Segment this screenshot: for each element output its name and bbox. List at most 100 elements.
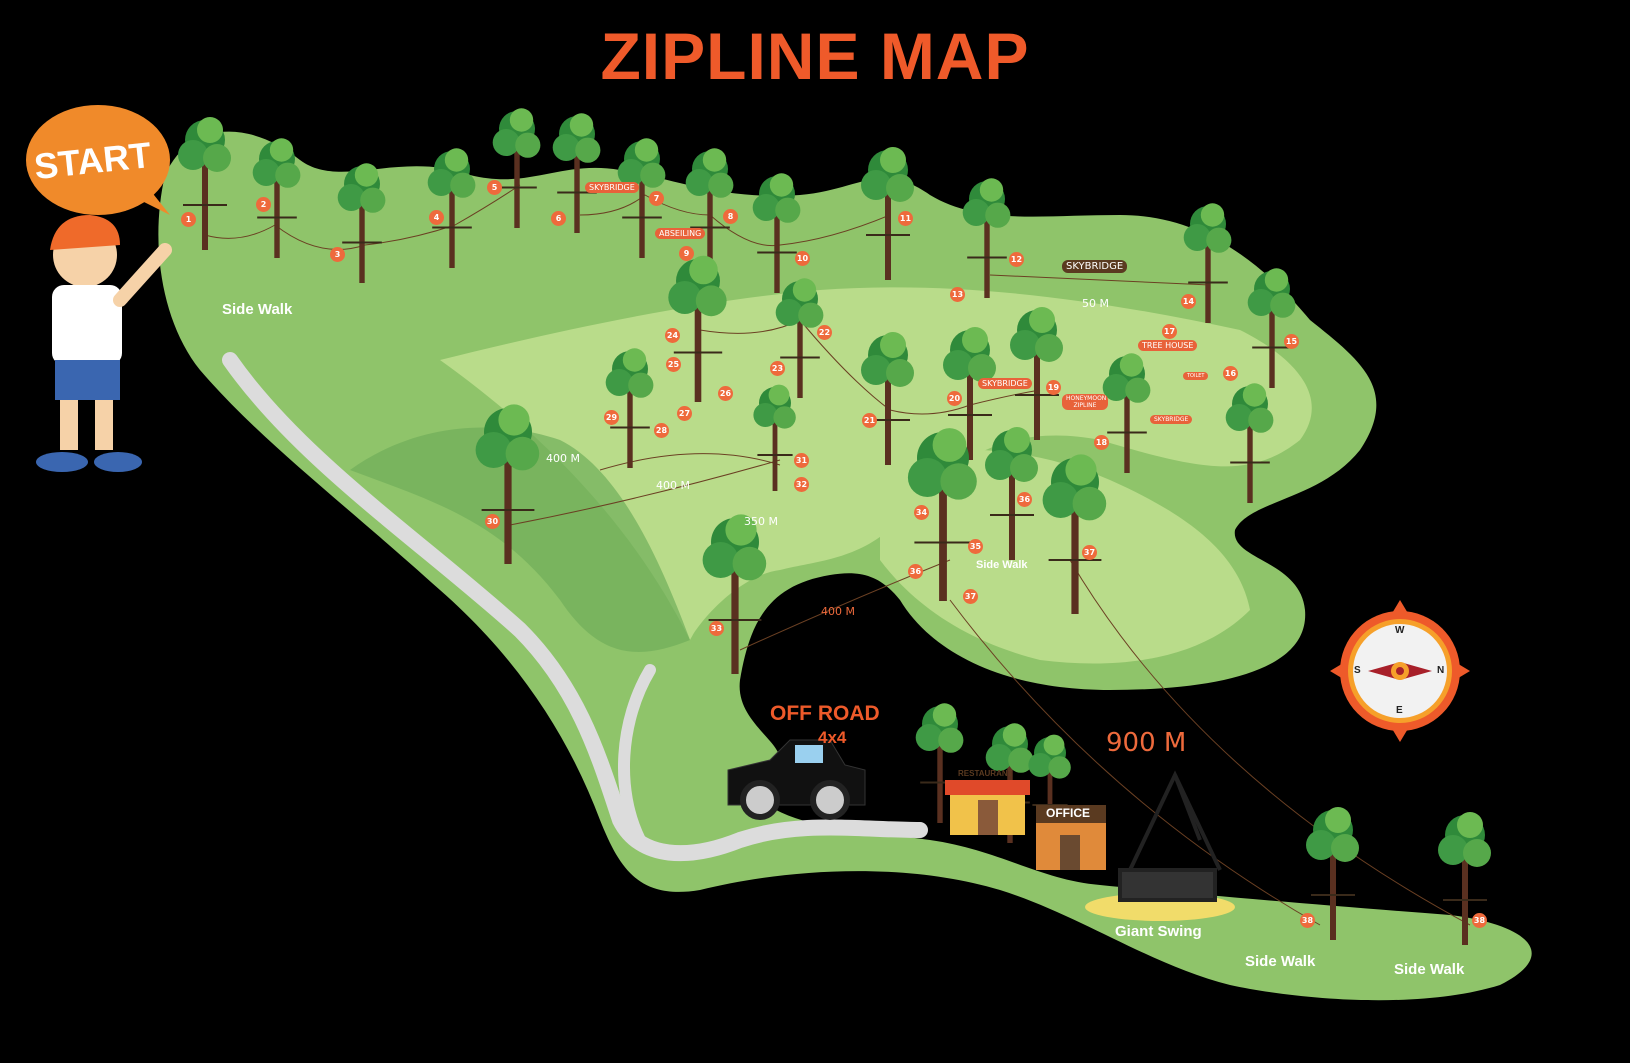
station-marker: 29: [604, 410, 619, 425]
station-marker: 10: [795, 251, 810, 266]
station-marker: 23: [770, 361, 785, 376]
station-marker: 26: [718, 386, 733, 401]
station-marker: 28: [654, 423, 669, 438]
side-walk-label: Side Walk: [222, 301, 293, 318]
toilet-tag: TOILET: [1183, 372, 1209, 380]
compass-north: N: [1437, 665, 1445, 676]
tree: [962, 178, 1011, 298]
station-marker: 25: [666, 357, 681, 372]
tree: [943, 327, 996, 460]
tree: [985, 427, 1038, 560]
tree: [1028, 734, 1071, 841]
station-marker: 36: [908, 564, 923, 579]
restaurant-label: RESTAURANT: [958, 769, 1013, 778]
station-marker: 6: [551, 211, 566, 226]
tree: [915, 703, 964, 823]
restaurant-building: [945, 780, 1030, 835]
off-road-label: OFF ROAD: [770, 702, 880, 725]
station-marker: 3: [330, 247, 345, 262]
tree: [427, 148, 476, 268]
tree: [1225, 383, 1274, 503]
station-marker: 24: [665, 328, 680, 343]
station-marker: 30: [485, 514, 500, 529]
tree: [861, 332, 914, 465]
side-walk-label: Side Walk: [1394, 961, 1465, 978]
station-marker: 5: [487, 180, 502, 195]
station-marker: 17: [1162, 324, 1177, 339]
distance-label: 900 M: [1106, 728, 1187, 758]
abseiling-tag: ABSEILING: [655, 228, 706, 239]
skybridge-tag: SKYBRIDGE: [1062, 260, 1128, 273]
off-road-sub-label: 4x4: [818, 728, 847, 747]
station-marker: 36: [1017, 492, 1032, 507]
station-marker: 13: [950, 287, 965, 302]
tree: [1247, 268, 1296, 388]
skybridge-tag: SKYBRIDGE: [978, 378, 1032, 389]
tree: [702, 514, 767, 674]
giant-swing-label: Giant Swing: [1115, 923, 1202, 940]
station-marker: 31: [794, 453, 809, 468]
side-walk-label: Side Walk: [976, 559, 1028, 571]
tree: [1042, 454, 1107, 614]
station-marker: 35: [968, 539, 983, 554]
zip-lines: [204, 184, 1471, 926]
tree-house-tag: TREE HOUSE: [1138, 340, 1198, 351]
tree: [775, 278, 824, 398]
compass-east: E: [1396, 705, 1403, 716]
tree: [552, 113, 601, 233]
station-marker: 14: [1181, 294, 1196, 309]
station-marker: 16: [1223, 366, 1238, 381]
station-marker: 12: [1009, 252, 1024, 267]
tree: [178, 117, 231, 250]
tree: [337, 163, 386, 283]
distance-label: 400 M: [821, 605, 855, 618]
station-marker: 27: [677, 406, 692, 421]
station-marker: 1: [181, 212, 196, 227]
side-walk-label: Side Walk: [1245, 953, 1316, 970]
office-label: OFFICE: [1046, 806, 1090, 820]
station-marker: 4: [429, 210, 444, 225]
giant-swing-structure: [1118, 770, 1222, 902]
station-marker: 38: [1472, 913, 1487, 928]
compass-icon: [1330, 600, 1470, 742]
compass-south: S: [1354, 665, 1361, 676]
station-marker: 19: [1046, 380, 1061, 395]
tree: [861, 147, 914, 280]
station-marker: 38: [1300, 913, 1315, 928]
tree: [1438, 812, 1491, 945]
station-marker: 18: [1094, 435, 1109, 450]
station-marker: 8: [723, 209, 738, 224]
tree: [752, 173, 801, 293]
tree: [252, 138, 301, 258]
off-road-car: [727, 739, 866, 820]
station-marker: 2: [256, 197, 271, 212]
station-marker: 22: [817, 325, 832, 340]
tree: [907, 428, 977, 601]
station-marker: 21: [862, 413, 877, 428]
distance-label: 50 M: [1082, 297, 1109, 310]
trees: [178, 108, 1491, 945]
tree: [668, 255, 727, 402]
station-marker: 37: [963, 589, 978, 604]
station-marker: 32: [794, 477, 809, 492]
tree: [753, 384, 796, 491]
honeymoon-zipline-tag: HONEYMOON ZIPLINE: [1062, 394, 1108, 410]
distance-label: 400 M: [656, 479, 690, 492]
station-marker: 9: [679, 246, 694, 261]
start-character: [26, 105, 172, 472]
distance-label: 400 M: [546, 452, 580, 465]
office-building: [1036, 805, 1106, 870]
tree: [617, 138, 666, 258]
map-title: ZIPLINE MAP: [600, 19, 1030, 93]
distance-label: 350 M: [744, 515, 778, 528]
skybridge-tag: SKYBRIDGE: [1150, 415, 1193, 424]
tree: [492, 108, 541, 228]
station-marker: 34: [914, 505, 929, 520]
tree: [685, 148, 734, 268]
station-marker: 37: [1082, 545, 1097, 560]
tree: [475, 404, 540, 564]
tree: [1010, 307, 1063, 440]
skybridge-tag: SKYBRIDGE: [585, 182, 639, 193]
tree: [605, 348, 654, 468]
